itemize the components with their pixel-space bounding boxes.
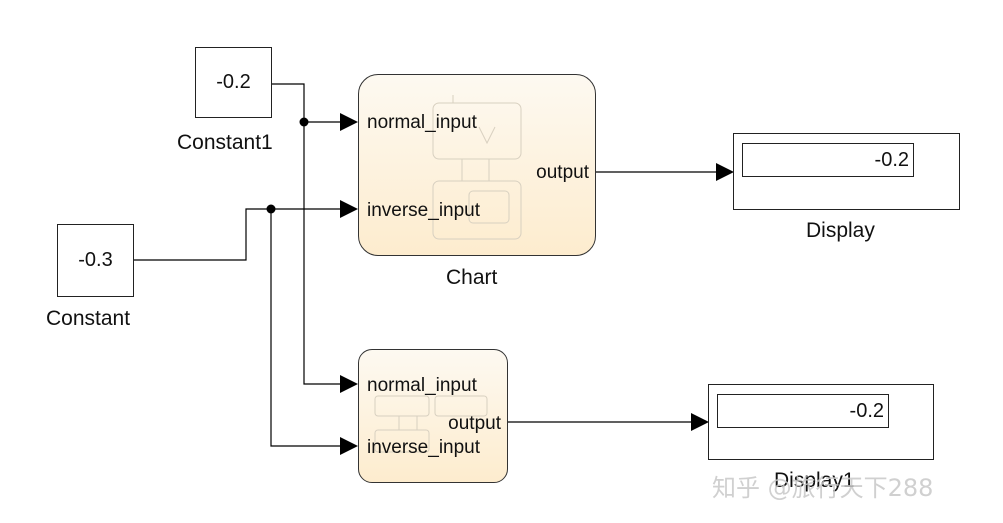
chart1-preview-graphic <box>374 395 488 453</box>
display-label: Display <box>806 219 875 242</box>
display1-block[interactable]: -0.2 <box>708 384 934 460</box>
wire-constant1-to-chart-normal <box>272 83 358 131</box>
wire-constant-branch-to-chart1-inverse <box>270 209 358 455</box>
constant-label: Constant <box>46 307 131 330</box>
constant1-value: -0.2 <box>216 71 251 93</box>
chart1-port-inverse-input: inverse_input <box>367 437 481 458</box>
display-value: -0.2 <box>742 143 914 177</box>
chart-port-output: output <box>536 162 589 183</box>
constant-block[interactable]: -0.3 <box>57 224 134 297</box>
wire-constant1-branch-to-chart1-normal <box>303 122 358 393</box>
constant1-block[interactable]: -0.2 <box>195 47 272 118</box>
chart-port-inverse-input: inverse_input <box>367 200 481 221</box>
chart-block[interactable]: normal_input inverse_input output <box>358 74 596 256</box>
display1-label: Display1 <box>774 469 855 492</box>
chart1-block[interactable]: normal_input output inverse_input <box>358 349 508 483</box>
chart-preview-graphic <box>432 95 522 240</box>
branch-point-constant <box>266 204 276 214</box>
constant1-label: Constant1 <box>177 131 273 154</box>
chart1-port-output: output <box>448 413 501 434</box>
watermark-text: 知乎 @旅行天下288 <box>712 474 934 502</box>
chart-label: Chart <box>446 266 498 289</box>
branch-point-constant1 <box>299 117 309 127</box>
wire-constant-to-chart-inverse <box>134 200 358 261</box>
display1-value: -0.2 <box>717 394 889 428</box>
constant-value: -0.3 <box>78 249 113 271</box>
display-block[interactable]: -0.2 <box>733 133 960 210</box>
chart-port-normal-input: normal_input <box>367 112 477 133</box>
chart1-port-normal-input: normal_input <box>367 375 477 396</box>
